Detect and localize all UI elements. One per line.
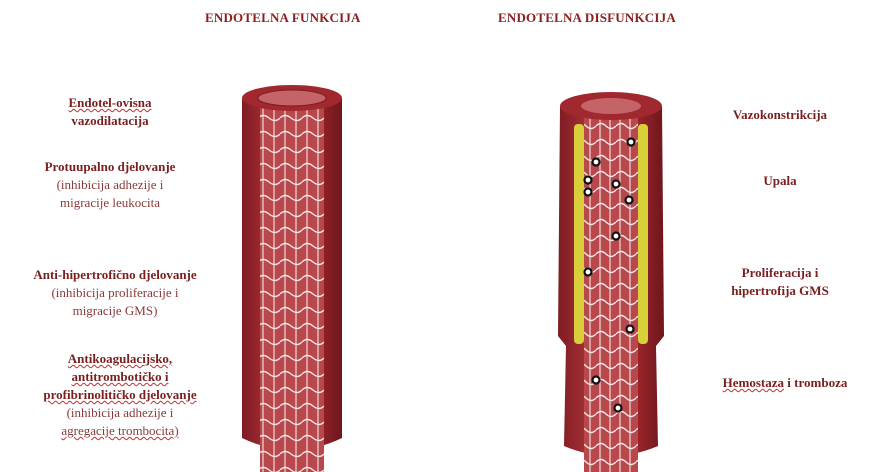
label-vasoconstriction: Vazokonstrikcija bbox=[700, 106, 860, 124]
label-inflammation: Upala bbox=[700, 172, 860, 190]
label-hemostasis: Hemostaza i tromboza bbox=[695, 374, 875, 392]
label-anti-inflammatory: Protuupalno djelovanje (inhibicija adhez… bbox=[15, 158, 205, 212]
dysfunctional-vessel-illustration bbox=[556, 86, 666, 472]
label-anti-hypertrophic: Anti-hipertrofično djelovanje (inhibicij… bbox=[0, 266, 230, 320]
title-endothelial-function: ENDOTELNA FUNKCIJA bbox=[205, 10, 361, 26]
label-vasodilatation: Endotel-ovisna vazodilatacija bbox=[20, 94, 200, 130]
healthy-vessel-illustration bbox=[236, 78, 348, 472]
label-proliferation: Proliferacija i hipertrofija GMS bbox=[700, 264, 860, 300]
label-anticoagulant: Antikoagulacijsko, antitrombotičko i pro… bbox=[10, 350, 230, 440]
title-endothelial-dysfunction: ENDOTELNA DISFUNKCIJA bbox=[498, 10, 676, 26]
